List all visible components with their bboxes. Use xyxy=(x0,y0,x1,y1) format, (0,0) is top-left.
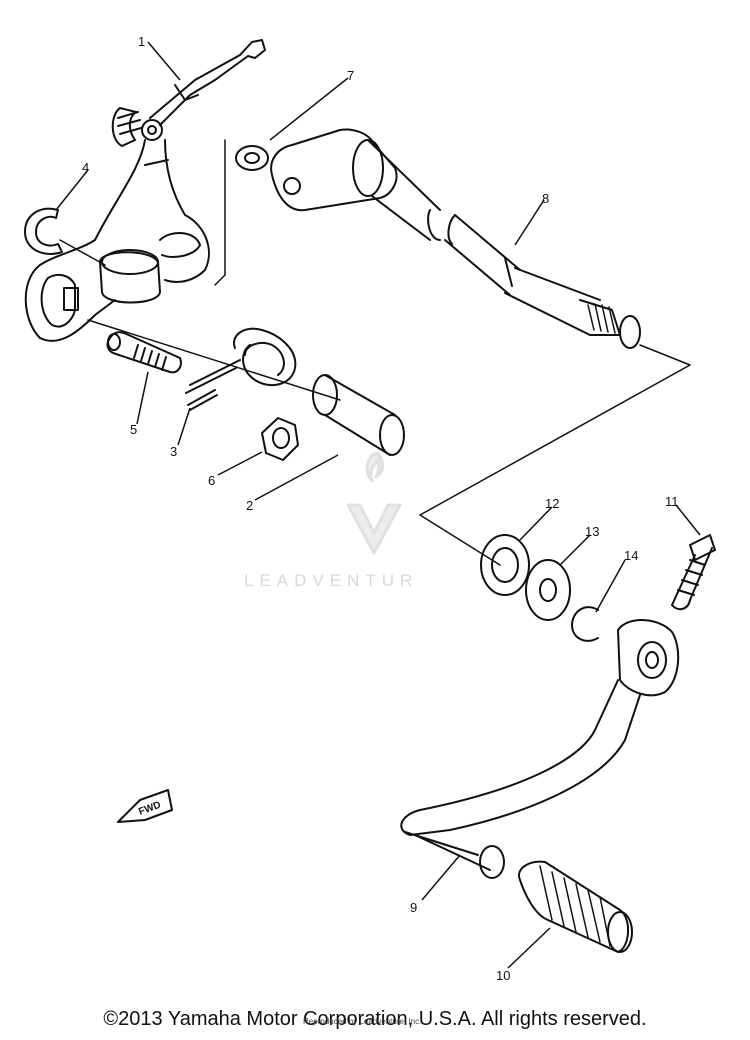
part-2-collar xyxy=(312,374,405,456)
leader-14 xyxy=(595,559,626,613)
callout-5: 5 xyxy=(130,422,137,437)
alignment-line-shaft-to-pedal xyxy=(419,344,691,566)
leader-12 xyxy=(519,506,553,541)
callout-6: 6 xyxy=(208,473,215,488)
part-8-shift-shaft xyxy=(270,128,641,349)
callout-11: 11 xyxy=(665,494,679,509)
part-5-stopper-bolt xyxy=(106,331,182,374)
part-1-shift-lever-arm xyxy=(24,39,266,342)
part-4-circlip xyxy=(24,207,63,255)
part-13-washer xyxy=(525,559,571,621)
leader-13 xyxy=(559,534,591,566)
callout-9: 9 xyxy=(410,900,417,915)
copyright-notice: ©2013 Yamaha Motor Corporation, U.S.A. A… xyxy=(103,1008,647,1030)
part-6-nut xyxy=(261,417,299,461)
leader-6 xyxy=(217,451,263,476)
callout-10: 10 xyxy=(496,968,510,983)
leader-2 xyxy=(254,454,339,501)
leadventure-watermark xyxy=(346,451,402,555)
leader-3 xyxy=(177,407,191,446)
leader-5 xyxy=(136,371,149,425)
part-3-pin xyxy=(187,389,218,411)
callout-1: 1 xyxy=(138,34,145,49)
part-12-oil-seal xyxy=(480,534,530,596)
callout-2: 2 xyxy=(246,498,253,513)
fwd-arrow-icon xyxy=(117,789,173,823)
leader-7 xyxy=(269,77,349,141)
callout-4: 4 xyxy=(82,160,89,175)
part-10-pedal-rubber xyxy=(518,860,633,953)
callout-13: 13 xyxy=(585,524,599,539)
watermark-text: LEADVENTUR xyxy=(244,571,418,590)
alignment-line-upper xyxy=(59,139,341,401)
part-7-washer xyxy=(235,145,269,171)
leader-9 xyxy=(421,854,461,901)
callout-12: 12 xyxy=(545,496,559,511)
callout-8: 8 xyxy=(542,191,549,206)
leader-1 xyxy=(147,41,181,81)
leader-4 xyxy=(55,169,89,211)
callout-3: 3 xyxy=(170,444,177,459)
part-9-change-pedal xyxy=(400,619,680,879)
callout-7: 7 xyxy=(347,68,354,83)
part-11-bolt xyxy=(671,534,716,611)
exploded-parts-diagram: LEADVENTUR xyxy=(24,34,716,983)
leader-10 xyxy=(507,927,551,969)
part-14-circlip xyxy=(571,606,599,642)
leader-8 xyxy=(514,199,545,246)
callout-14: 14 xyxy=(624,548,638,563)
return-spring xyxy=(185,327,297,394)
leader-11 xyxy=(675,504,701,536)
reproduced-notice: Reproduced by Leadventure, Inc. xyxy=(303,1017,422,1026)
